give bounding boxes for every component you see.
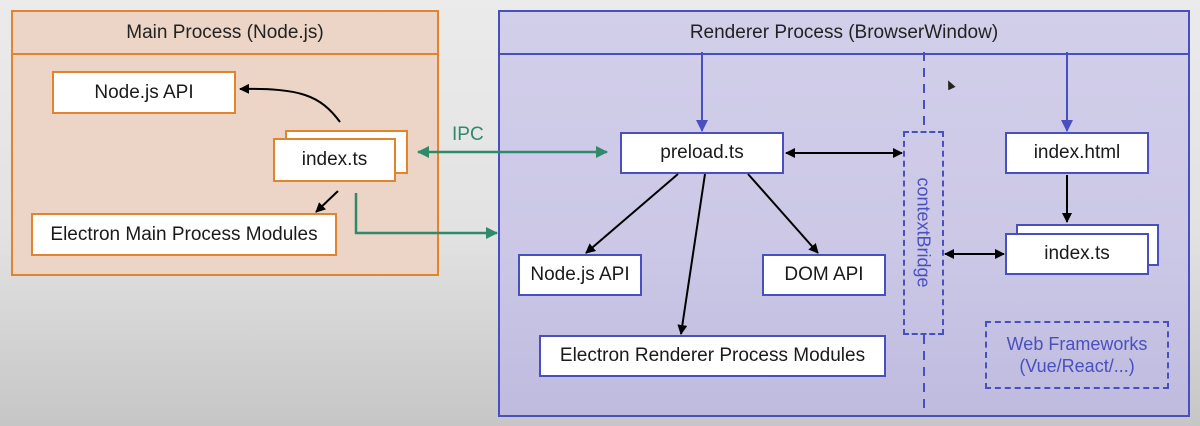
electron-renderer-modules-node: Electron Renderer Process Modules xyxy=(539,335,886,377)
preload-ts-node: preload.ts xyxy=(620,132,784,174)
web-frameworks-line1: Web Frameworks xyxy=(1006,334,1148,354)
context-bridge-box xyxy=(903,131,944,335)
web-frameworks-box: Web Frameworks (Vue/React/...) xyxy=(985,321,1169,389)
main-index-ts-node: index.ts xyxy=(273,138,396,182)
dom-api-node: DOM API xyxy=(762,254,886,296)
renderer-process-title: Renderer Process (BrowserWindow) xyxy=(500,12,1188,55)
index-html-node: index.html xyxy=(1005,132,1149,174)
edge-preload-to-dom-api xyxy=(747,173,819,254)
edge-preload-to-nodejs-api xyxy=(585,173,679,254)
ipc-label: IPC xyxy=(452,124,484,145)
edge-preload-to-electron-renderer-modules xyxy=(677,173,706,335)
edge-main-index-to-nodejs-api xyxy=(239,83,341,123)
main-process-title: Main Process (Node.js) xyxy=(13,12,437,55)
edge-main-index-to-renderer xyxy=(354,193,498,239)
main-nodejs-api-node: Node.js API xyxy=(52,71,236,114)
web-frameworks-line2: (Vue/React/...) xyxy=(1019,356,1135,376)
renderer-index-ts-node: index.ts xyxy=(1005,233,1149,275)
renderer-nodejs-api-node: Node.js API xyxy=(518,254,642,296)
electron-main-modules-node: Electron Main Process Modules xyxy=(31,213,337,256)
edge-main-index-to-electron-modules xyxy=(315,190,339,213)
renderer-process-container: Renderer Process (BrowserWindow) xyxy=(498,10,1190,417)
